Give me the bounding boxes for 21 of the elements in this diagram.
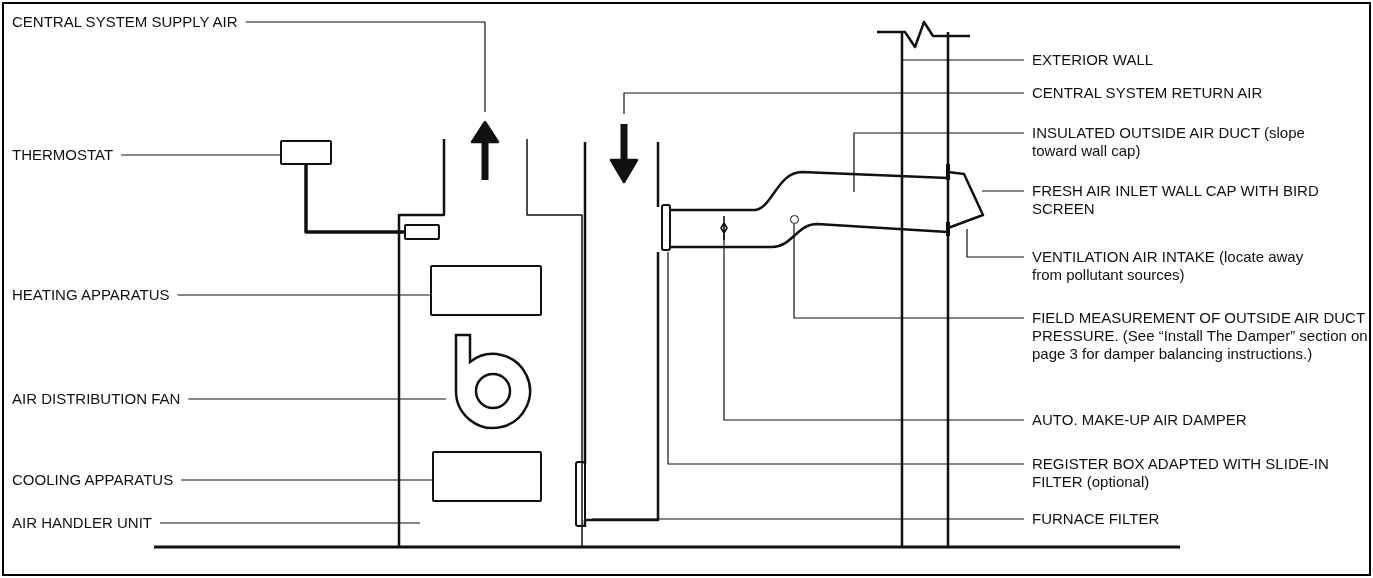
leader-line — [853, 132, 1025, 193]
leader-line — [159, 522, 421, 524]
control-box — [404, 224, 440, 240]
leader-line — [793, 223, 1025, 319]
thermostat-wire — [304, 165, 404, 234]
leader-line — [623, 92, 1025, 115]
leader-line — [981, 190, 1025, 192]
leader-line — [245, 21, 486, 113]
pressure-port — [790, 215, 799, 224]
leader-line — [176, 294, 431, 296]
cooling-apparatus-box — [432, 451, 542, 502]
leader-line — [120, 154, 281, 156]
thermostat-box — [280, 140, 332, 165]
leader-line — [187, 398, 447, 400]
leader-line — [591, 518, 1025, 520]
heating-apparatus-box — [430, 265, 542, 316]
leader-line — [180, 479, 433, 481]
leader-line — [667, 251, 1025, 465]
leader-line — [901, 59, 1025, 61]
leader-line — [966, 228, 1025, 258]
leader-line — [723, 233, 1025, 421]
